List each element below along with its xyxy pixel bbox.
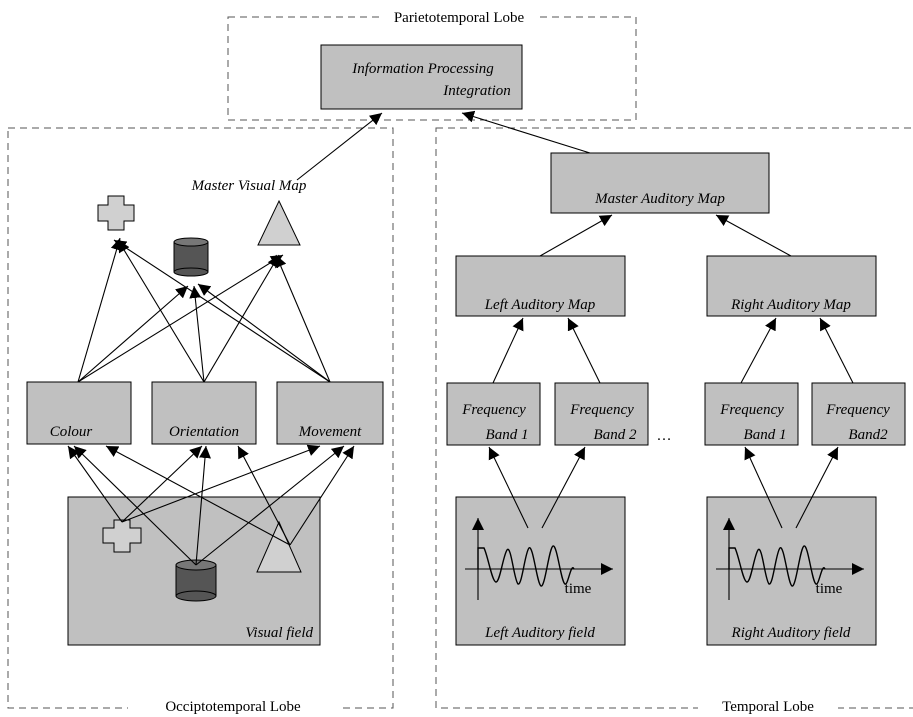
band-left-1: Frequency Band 1 xyxy=(446,382,541,446)
master-auditory-map-label: Master Auditory Map xyxy=(594,191,725,207)
svg-text:Frequency: Frequency xyxy=(719,402,784,418)
svg-text:Frequency: Frequency xyxy=(461,402,526,418)
svg-text:Frequency: Frequency xyxy=(825,402,890,418)
left-auditory-map-box: Left Auditory Map xyxy=(455,255,626,317)
arrow-right-to-master xyxy=(715,214,792,257)
arrow-left-to-master xyxy=(539,214,613,257)
feature-box-movement: Movement xyxy=(276,381,384,445)
integration-line1: Information Processing xyxy=(351,61,494,77)
region-parietotemporal-label: Parietotemporal Lobe xyxy=(394,10,525,26)
band-left-2: Frequency Band 2 xyxy=(554,382,649,446)
field-to-feature-arrows xyxy=(67,444,355,566)
svg-text:Band2: Band2 xyxy=(848,427,888,443)
left-time-label: time xyxy=(565,581,592,597)
svg-text:Band 1: Band 1 xyxy=(486,427,529,443)
feature-to-master-arrows xyxy=(77,237,331,383)
feature-box-colour: Colour xyxy=(26,381,132,445)
right-auditory-map-box: Right Auditory Map xyxy=(706,255,877,317)
svg-text:Band 2: Band 2 xyxy=(594,427,637,443)
cylinder-icon-field xyxy=(175,559,217,602)
left-waveform-graph: time xyxy=(465,518,613,600)
integration-line2: Integration xyxy=(442,83,511,99)
cylinder-icon-master xyxy=(173,237,209,277)
region-temporal-label: Temporal Lobe xyxy=(722,699,814,715)
region-temporal: Temporal Lobe xyxy=(435,127,913,716)
visual-field-label: Visual field xyxy=(245,625,313,641)
band-right-1: Frequency Band 1 xyxy=(704,382,799,446)
right-time-label: time xyxy=(816,581,843,597)
band-right-2: Frequency Band2 xyxy=(811,382,906,446)
left-auditory-field-box: Left Auditory field xyxy=(455,496,626,646)
region-occipitotemporal: Occiptotemporal Lobe xyxy=(7,127,394,716)
right-auditory-field-label: Right Auditory field xyxy=(731,625,851,641)
svg-text:Frequency: Frequency xyxy=(569,402,634,418)
left-auditory-map-label: Left Auditory Map xyxy=(484,297,596,313)
right-auditory-map-label: Right Auditory Map xyxy=(730,297,851,313)
left-auditory-field-label: Left Auditory field xyxy=(484,625,595,641)
right-waveform-graph: time xyxy=(716,518,864,600)
region-parietotemporal: Parietotemporal Lobe xyxy=(227,8,637,121)
integration-box: Information Processing Integration xyxy=(320,44,523,110)
band-ellipsis: … xyxy=(657,428,672,444)
feature-label-orientation: Orientation xyxy=(169,424,239,440)
cross-icon-field xyxy=(102,519,142,553)
svg-text:Band 1: Band 1 xyxy=(744,427,787,443)
arrow-auditory-to-integration xyxy=(461,110,591,154)
feature-label-movement: Movement xyxy=(298,424,362,440)
triangle-icon-master xyxy=(257,199,301,246)
feature-box-orientation: Orientation xyxy=(151,381,257,445)
right-auditory-field-box: Right Auditory field xyxy=(706,496,877,646)
region-occipitotemporal-label: Occiptotemporal Lobe xyxy=(165,699,301,715)
cross-icon-master xyxy=(97,195,135,231)
arrow-visual-to-integration xyxy=(296,112,383,181)
master-auditory-map-box: Master Auditory Map xyxy=(550,152,770,214)
triangle-icon-field xyxy=(256,520,302,573)
master-visual-map-label: Master Visual Map xyxy=(191,178,307,194)
feature-label-colour: Colour xyxy=(50,424,93,440)
